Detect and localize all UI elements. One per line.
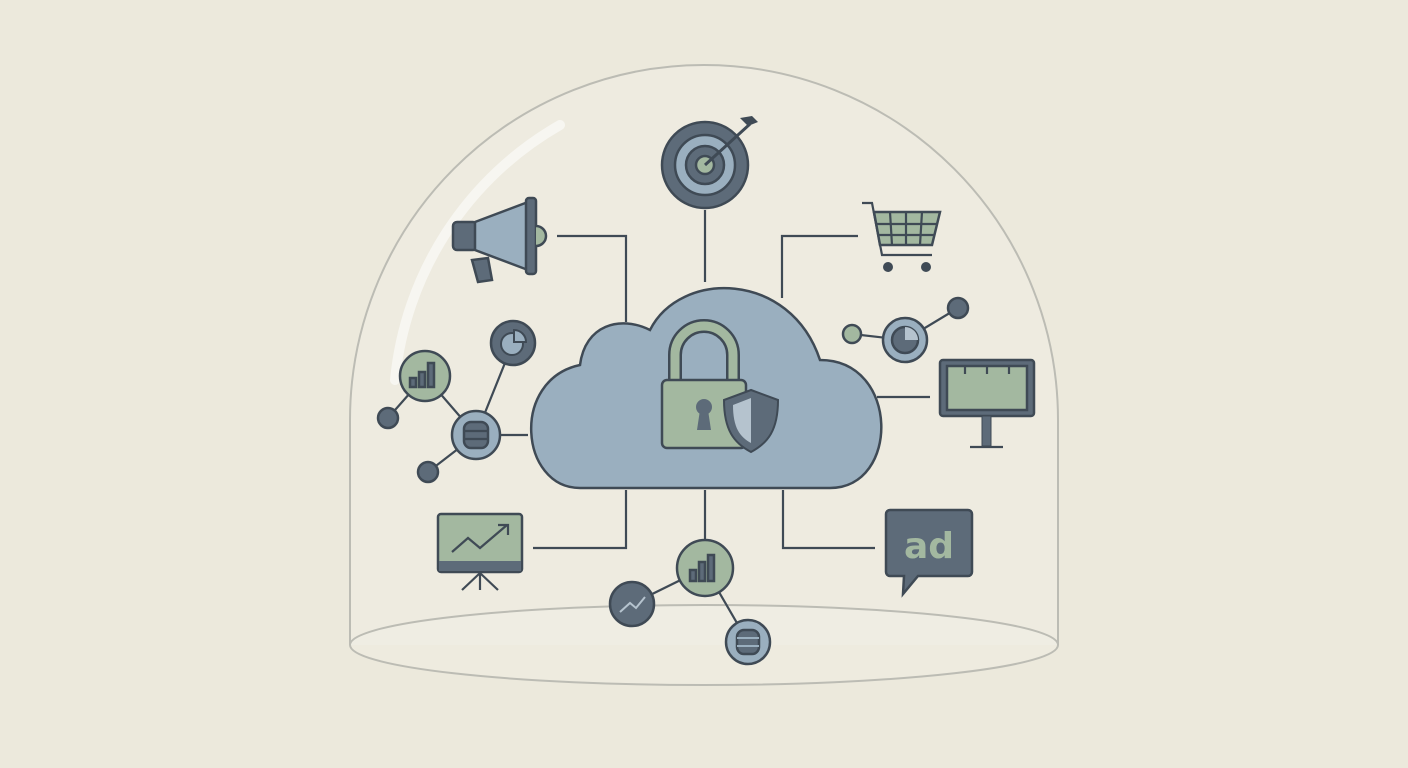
- pie-chart-icon: [489, 319, 537, 367]
- left-node-cluster: [376, 319, 537, 484]
- billboard-icon: [938, 358, 1036, 449]
- ad-label: ad: [904, 526, 954, 567]
- presentation-chart-icon: [436, 512, 524, 591]
- bar-chart-icon: [398, 349, 452, 403]
- megaphone-icon: [451, 196, 548, 284]
- shopping-cart-icon: [862, 201, 942, 272]
- target-icon: [660, 116, 758, 210]
- trend-icon: [608, 580, 656, 628]
- shield-icon: [722, 388, 780, 454]
- database-icon: [450, 409, 502, 461]
- right-node-cluster: [841, 296, 970, 364]
- ad-bubble-icon: ad: [884, 508, 974, 598]
- pie-chart-icon: [890, 325, 920, 355]
- bottom-node-cluster: [608, 538, 772, 666]
- database-icon: [724, 618, 772, 666]
- padlock-icon: [660, 319, 748, 450]
- bar-chart-icon: [675, 538, 735, 598]
